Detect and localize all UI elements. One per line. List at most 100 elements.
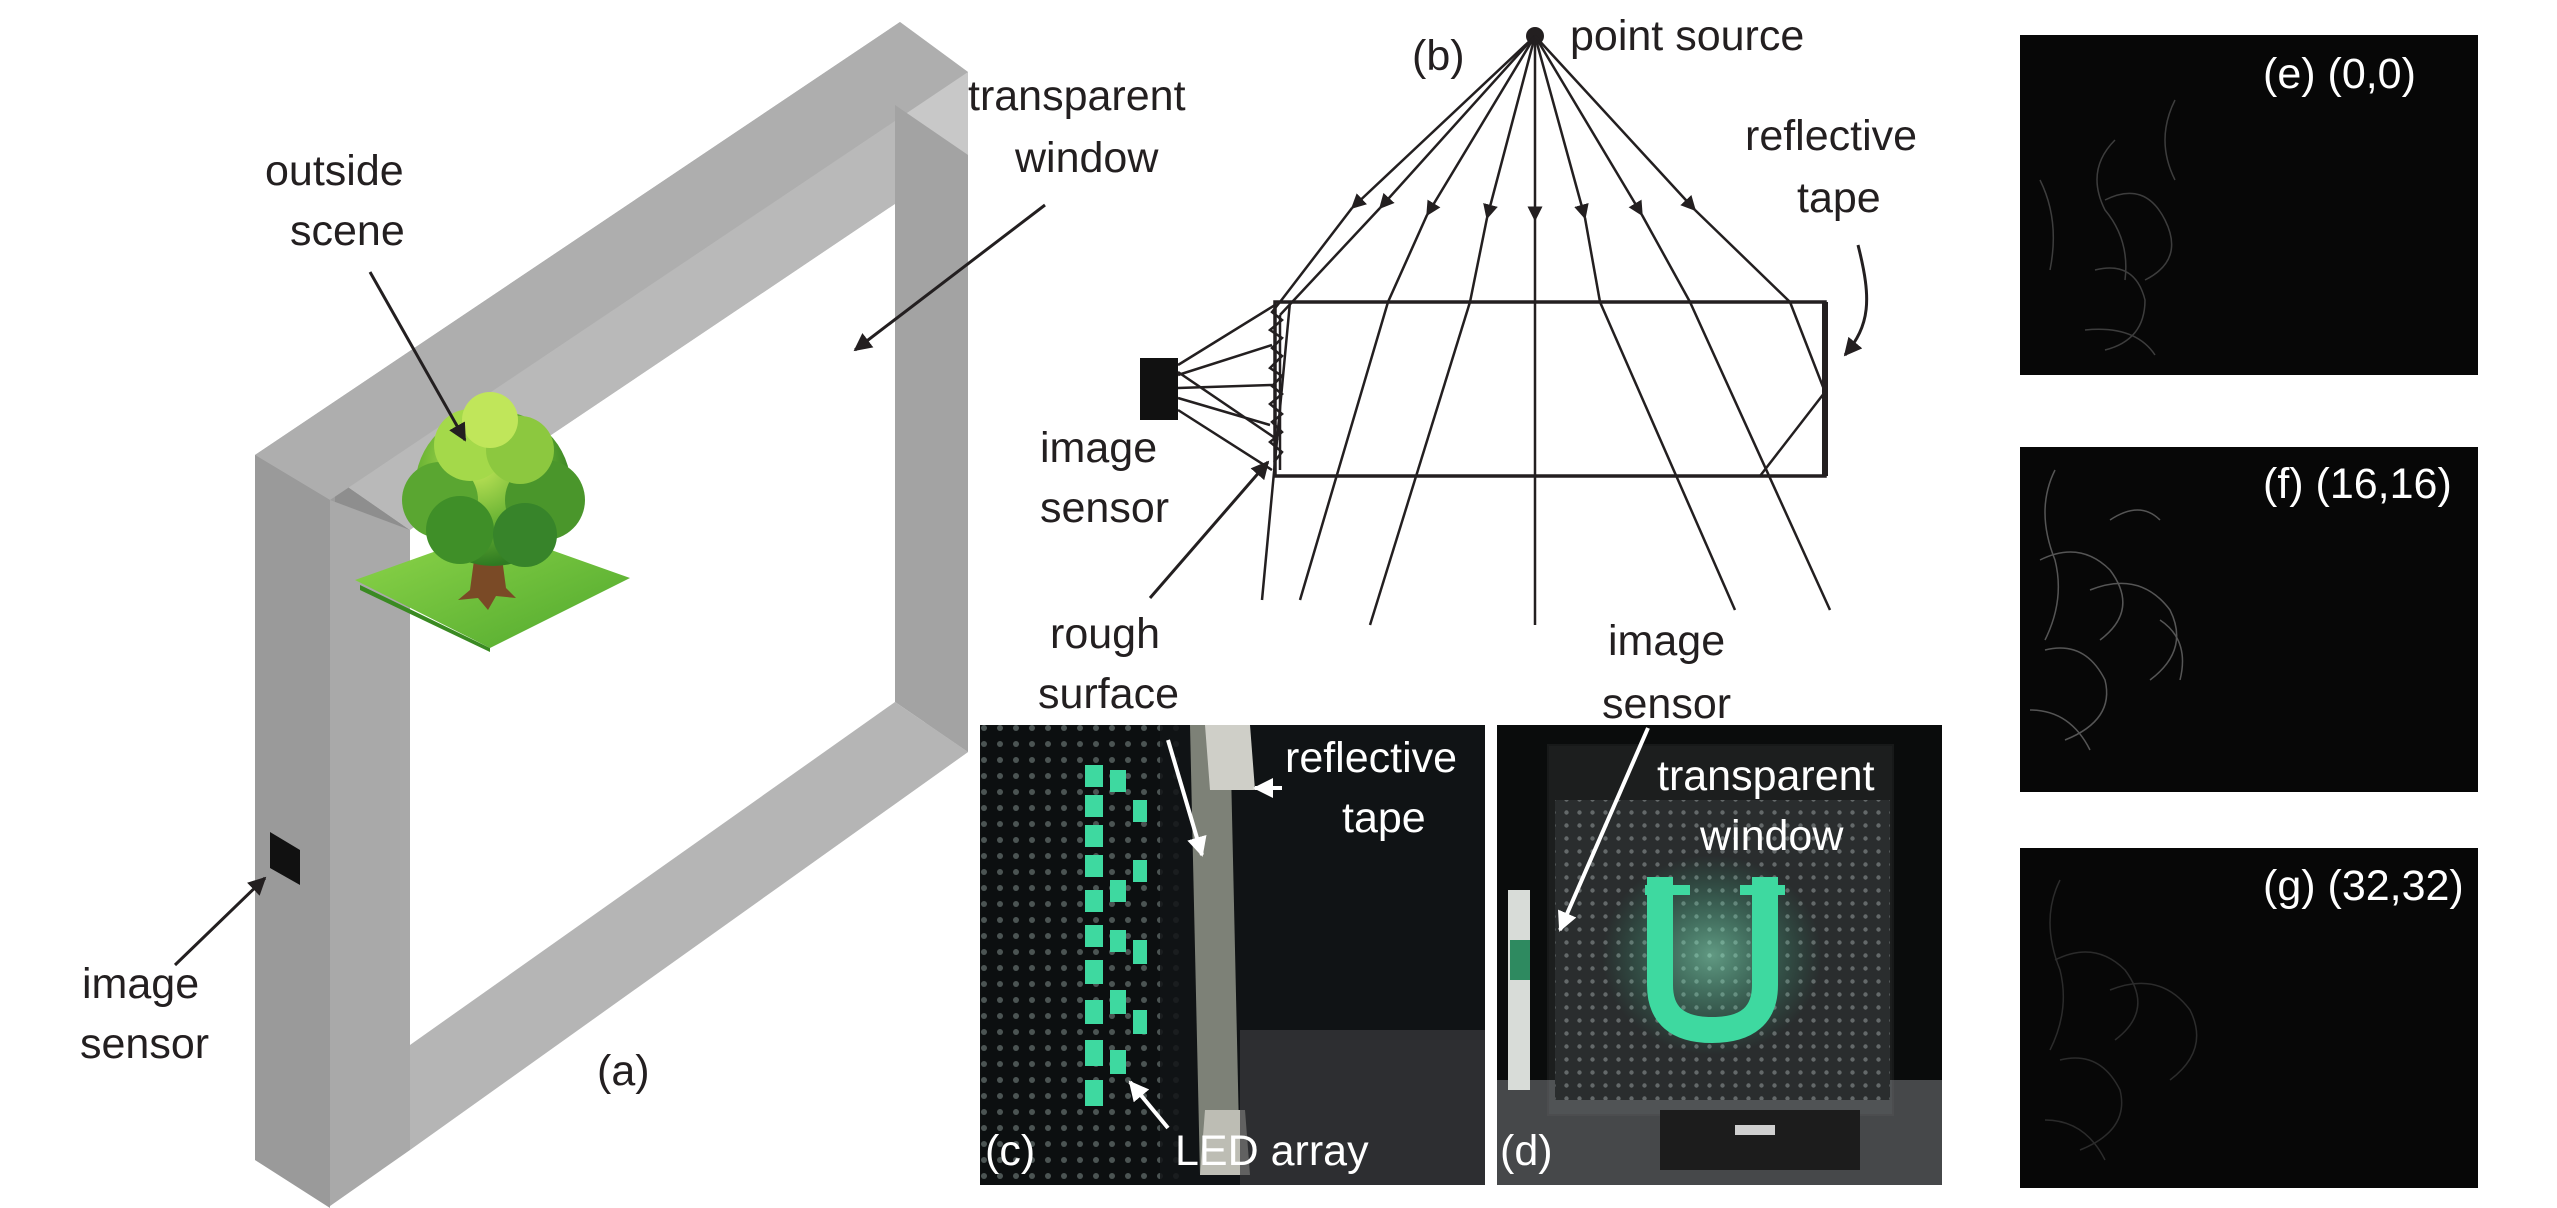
led-segment — [1085, 890, 1103, 912]
led-segment — [1085, 1080, 1103, 1106]
caustic-stroke — [2039, 551, 2124, 641]
led-segment — [1085, 925, 1103, 947]
reflective-tape-label-c: reflective tape — [1285, 734, 1469, 842]
ray-line — [1279, 207, 1381, 316]
caustic-stroke — [2044, 647, 2108, 741]
ray-line — [1177, 343, 1273, 377]
image-sensor-b-line1: image — [1040, 424, 1157, 472]
transparent-window-label-d: transparent window — [1657, 752, 1886, 860]
led-lit-column — [1085, 765, 1147, 1106]
window-glass — [410, 155, 968, 1050]
ray-line — [1279, 207, 1353, 303]
ray-line — [1640, 214, 1692, 303]
stage-label-d — [1735, 1125, 1775, 1135]
glass-slab — [1273, 300, 1827, 478]
capture-e — [2020, 35, 2478, 375]
transparent-window-a-line1: transparent — [968, 72, 1186, 120]
ray-line — [1425, 35, 1537, 217]
rough-surface-label: rough surface — [1038, 610, 1179, 718]
rough-surface-line2: surface — [1038, 670, 1179, 718]
caustic-stroke — [2039, 179, 2055, 271]
caustic-stroke — [2109, 982, 2198, 1081]
panel-e: (e) (0,0) — [2020, 35, 2478, 375]
image-sensor-label-a: image sensor — [80, 960, 211, 1068]
led-segment — [1110, 930, 1126, 952]
ray-line — [1533, 35, 1644, 217]
tree-crown-part — [462, 392, 518, 448]
caustic-stroke — [2096, 139, 2127, 281]
caustic-stroke — [2029, 709, 2091, 751]
transparent-window-d-line1: transparent — [1657, 752, 1875, 800]
caustic-stroke — [2159, 619, 2184, 681]
transparent-window-label-a: transparent window — [968, 72, 1197, 182]
outside-scene-line1: outside — [265, 147, 404, 195]
sensor-fan-rays — [1177, 303, 1279, 472]
led-segment — [1085, 855, 1103, 877]
panel-d: transparent window (d) — [1497, 725, 1942, 1185]
panel-g-label: (g) (32,32) — [2263, 862, 2464, 910]
panel-c-label: (c) — [985, 1127, 1035, 1175]
capture-f — [2020, 447, 2478, 792]
led-segment — [1110, 990, 1126, 1014]
frame-left-bar-inner — [330, 500, 410, 1206]
point-source-label: point source — [1570, 12, 1804, 60]
image-sensor-arrow-d — [1558, 727, 1650, 932]
ray-line — [1298, 301, 1390, 601]
tree-crown-part — [426, 496, 494, 564]
outside-scene-arrow — [368, 271, 467, 442]
reflective-tape-b-line1: reflective — [1745, 112, 1917, 160]
caustic-stroke — [2049, 879, 2065, 1051]
ray-line — [1759, 391, 1826, 477]
led-segment — [1133, 800, 1147, 822]
ray-line — [1534, 35, 1697, 212]
rough-surface-line1: rough — [1050, 610, 1160, 658]
caustic-stroke — [2104, 192, 2173, 281]
led-segment — [1085, 1000, 1103, 1024]
caustic-stroke — [2164, 99, 2176, 181]
led-array-label: LED array — [1175, 1127, 1369, 1175]
ray-line — [1468, 217, 1489, 303]
transparent-window-arrow-a — [853, 203, 1046, 352]
image-sensor-arrow-a — [173, 876, 267, 967]
image-sensor-label-b: image sensor — [1040, 424, 1169, 532]
caustic-stroke — [2044, 1119, 2106, 1161]
table-surface-c — [1240, 1030, 1485, 1185]
rough-surface-arrow — [1148, 460, 1270, 599]
ray-line — [1386, 214, 1429, 303]
rough-surface-arrow-c — [1166, 739, 1207, 857]
panel-b: point source (b) — [1038, 12, 1917, 728]
image-sensor-block — [1140, 358, 1178, 420]
ray-line — [1177, 370, 1279, 442]
ray-line — [1583, 217, 1602, 303]
led-array-arrow — [1128, 1080, 1170, 1130]
led-segment — [1085, 765, 1103, 787]
capture-g — [2020, 848, 2478, 1188]
panel-c: reflective tape LED array (c) — [980, 725, 1485, 1185]
reflective-tape-strip-bottom — [1200, 1110, 1250, 1175]
outside-scene-label: outside scene — [265, 147, 416, 255]
reflective-tape-arrow-b — [1843, 244, 1869, 357]
ray-line — [1688, 301, 1832, 611]
caustic-stroke — [2089, 582, 2178, 681]
incoming-rays — [1279, 35, 1791, 316]
ray-line — [1260, 301, 1292, 601]
image-sensor-a-line1: image — [82, 960, 199, 1008]
caustic-pattern-e — [2039, 99, 2176, 356]
caustic-stroke — [2044, 469, 2060, 641]
panel-e-label: (e) (0,0) — [2263, 50, 2416, 98]
ray-line — [1694, 209, 1791, 303]
transparent-window-d-line2: window — [1699, 812, 1844, 860]
led-segment — [1110, 1050, 1126, 1074]
sensor-post-top — [1510, 940, 1530, 980]
led-segment — [1085, 1040, 1103, 1066]
panel-a: outside scene transparent window image s… — [80, 22, 1197, 1208]
panel-f-label: (f) (16,16) — [2263, 460, 2452, 508]
caustic-pattern-f — [2029, 469, 2184, 751]
ray-line — [1177, 396, 1271, 427]
panel-a-label: (a) — [597, 1047, 650, 1095]
ray-line — [1533, 35, 1589, 220]
ray-line — [1368, 301, 1472, 626]
caustic-stroke — [2054, 951, 2139, 1041]
led-segment — [1085, 825, 1103, 847]
